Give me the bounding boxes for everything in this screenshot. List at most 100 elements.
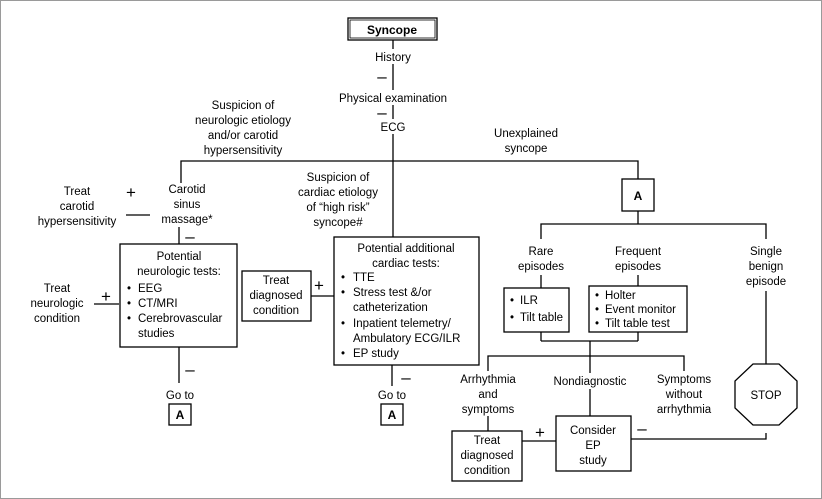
physical-exam-label: Physical examination xyxy=(339,93,447,105)
rare-episodes-text: Rare episodes xyxy=(518,246,564,273)
svg-text:Consider: Consider xyxy=(570,425,616,437)
plus-sign: + xyxy=(314,276,324,295)
flowchart-title: Syncope xyxy=(367,23,417,37)
bullet: • xyxy=(127,313,131,325)
frequent-tests-content: • Holter • Event monitor • Tilt table te… xyxy=(595,290,676,330)
svg-text:Inpatient telemetry/: Inpatient telemetry/ xyxy=(353,318,452,330)
carotid-massage-text: Carotid sinus massage* xyxy=(161,184,213,226)
box-a-label: A xyxy=(176,408,185,422)
svg-text:neurologic etiology: neurologic etiology xyxy=(195,115,291,127)
svg-text:condition: condition xyxy=(34,313,80,325)
svg-text:EP study: EP study xyxy=(353,348,399,360)
bullet: • xyxy=(341,272,345,284)
svg-text:syncope: syncope xyxy=(505,143,548,155)
syncope-title-box xyxy=(347,17,438,41)
bullet: • xyxy=(341,318,345,330)
svg-text:Stress test &/or: Stress test &/or xyxy=(353,287,432,299)
svg-text:Arrhythmia: Arrhythmia xyxy=(460,374,516,386)
svg-text:and: and xyxy=(478,389,497,401)
box-a-goto-cardiac xyxy=(380,403,404,426)
svg-text:Treat: Treat xyxy=(44,283,71,295)
cardiac-tests-box xyxy=(333,236,480,366)
bullet: • xyxy=(510,312,514,324)
bullet: • xyxy=(127,283,131,295)
svg-text:diagnosed: diagnosed xyxy=(249,290,302,302)
svg-text:EEG: EEG xyxy=(138,283,162,295)
bullet: • xyxy=(341,287,345,299)
svg-text:cardiac tests:: cardiac tests: xyxy=(372,258,440,270)
svg-text:ILR: ILR xyxy=(520,295,538,307)
bullet: • xyxy=(127,298,131,310)
rare-tests-box xyxy=(503,287,570,333)
minus-sign: – xyxy=(401,368,411,387)
svg-text:neurologic: neurologic xyxy=(30,298,83,310)
bullet: • xyxy=(341,348,345,360)
svg-text:episode: episode xyxy=(746,276,786,288)
svg-text:Cerebrovascular: Cerebrovascular xyxy=(138,313,223,325)
suspicion-cardiac-text: Suspicion of cardiac etiology of “high r… xyxy=(298,172,378,229)
svg-text:condition: condition xyxy=(253,305,299,317)
svg-text:carotid: carotid xyxy=(60,201,95,213)
box-a-label: A xyxy=(634,189,643,203)
treat-diagnosed-box-1 xyxy=(241,270,312,322)
goto-label-cardiac: Go to xyxy=(378,390,406,402)
svg-text:without: without xyxy=(665,389,703,401)
svg-text:episodes: episodes xyxy=(615,261,661,273)
connectors xyxy=(94,40,767,442)
arrhythmia-text: Arrhythmia and symptoms xyxy=(460,374,516,416)
svg-text:and/or carotid: and/or carotid xyxy=(208,130,278,142)
svg-text:syncope#: syncope# xyxy=(313,217,363,229)
svg-text:Event monitor: Event monitor xyxy=(605,304,676,316)
treat-diagnosed-text-2: Treat diagnosed condition xyxy=(460,435,513,477)
svg-text:EP: EP xyxy=(585,440,601,452)
cardiac-tests-content: Potential additional cardiac tests: • TT… xyxy=(341,243,460,360)
svg-text:hypersensitivity: hypersensitivity xyxy=(204,145,283,157)
svg-text:symptoms: symptoms xyxy=(462,404,515,416)
goto-label-neuro: Go to xyxy=(166,390,194,402)
bullet: • xyxy=(510,295,514,307)
svg-text:TTE: TTE xyxy=(353,272,375,284)
neuro-tests-box xyxy=(119,243,238,348)
nondiagnostic-label: Nondiagnostic xyxy=(554,376,627,388)
minus-sign: – xyxy=(637,419,647,438)
box-a-goto-neuro xyxy=(168,403,192,426)
svg-text:Carotid: Carotid xyxy=(168,184,205,196)
treat-carotid-text: Treat carotid hypersensitivity xyxy=(38,186,117,228)
stop-octagon xyxy=(734,363,798,426)
svg-text:Symptoms: Symptoms xyxy=(657,374,712,386)
svg-text:episodes: episodes xyxy=(518,261,564,273)
frequent-episodes-text: Frequent episodes xyxy=(615,246,662,273)
bullet: • xyxy=(595,318,599,330)
svg-text:Suspicion of: Suspicion of xyxy=(307,172,370,184)
svg-text:condition: condition xyxy=(464,465,510,477)
rare-tests-content: • ILR • Tilt table xyxy=(510,295,563,324)
frequent-tests-box xyxy=(588,285,688,333)
svg-text:Tilt table: Tilt table xyxy=(520,312,563,324)
svg-text:Suspicion of: Suspicion of xyxy=(212,100,275,112)
svg-text:Treat: Treat xyxy=(64,186,91,198)
branch-signs: – – + – + + – – + – xyxy=(101,67,647,442)
symptoms-without-text: Symptoms without arrhythmia xyxy=(657,374,712,416)
svg-text:Frequent: Frequent xyxy=(615,246,662,258)
svg-text:cardiac etiology: cardiac etiology xyxy=(298,187,378,199)
svg-text:neurologic tests:: neurologic tests: xyxy=(137,266,221,278)
box-a-label: A xyxy=(388,408,397,422)
svg-text:massage*: massage* xyxy=(161,214,213,226)
minus-sign: – xyxy=(185,360,195,379)
svg-text:sinus: sinus xyxy=(174,199,201,211)
svg-text:Ambulatory ECG/ILR: Ambulatory ECG/ILR xyxy=(353,333,460,345)
svg-text:hypersensitivity: hypersensitivity xyxy=(38,216,117,228)
stop-label: STOP xyxy=(750,390,781,402)
svg-text:Rare: Rare xyxy=(529,246,554,258)
minus-sign: – xyxy=(377,67,387,86)
svg-text:Unexplained: Unexplained xyxy=(494,128,558,140)
minus-sign: – xyxy=(377,103,387,122)
syncope-title-inner-border xyxy=(349,19,436,39)
svg-text:study: study xyxy=(579,455,607,467)
bullet: • xyxy=(595,290,599,302)
svg-text:Single: Single xyxy=(750,246,782,258)
bullet: • xyxy=(595,304,599,316)
svg-text:Potential: Potential xyxy=(157,251,202,263)
svg-text:benign: benign xyxy=(749,261,784,273)
